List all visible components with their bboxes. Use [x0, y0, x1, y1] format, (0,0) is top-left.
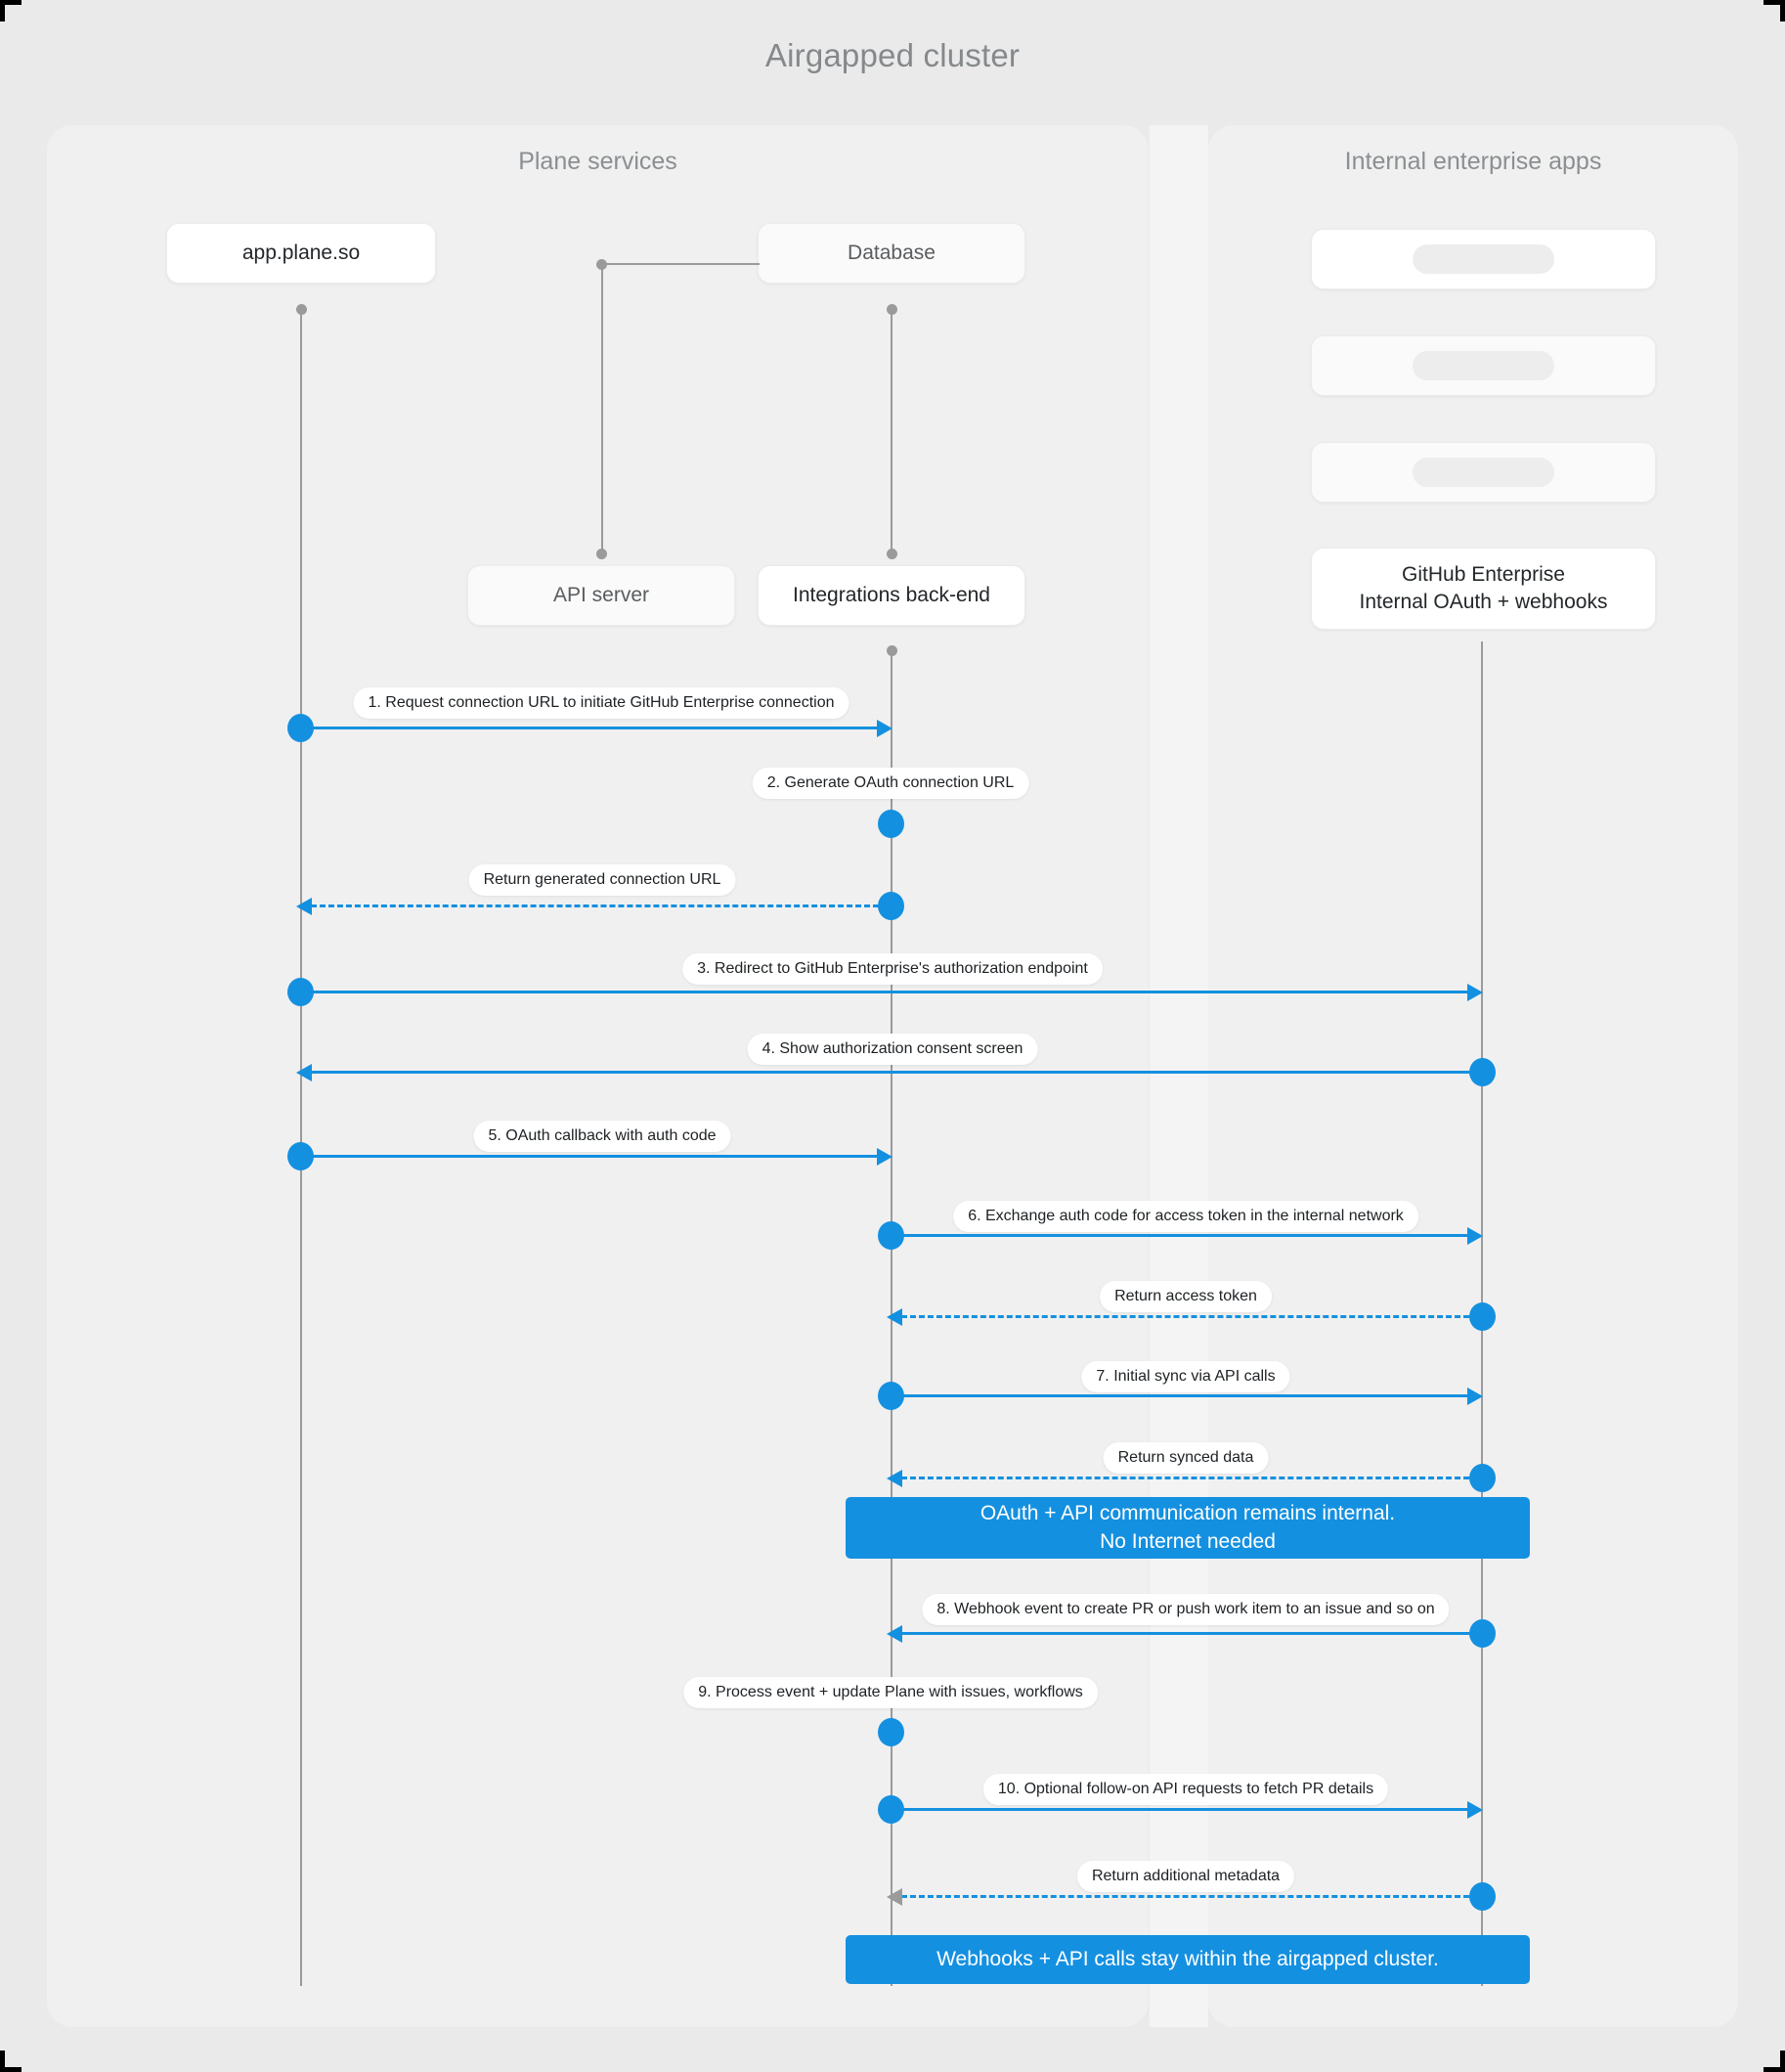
message-label-5: 5. OAuth callback with auth code	[473, 1121, 731, 1152]
message-label-return-additional-metadata: Return additional metadata	[1076, 1861, 1295, 1892]
message-arrow-return-access-token	[887, 1308, 902, 1326]
message-label-1: 1. Request connection URL to initiate Gi…	[353, 687, 849, 719]
message-line-4	[311, 1071, 1478, 1074]
note-oauth-internal: OAuth + API communication remains intern…	[846, 1497, 1530, 1559]
message-arrow-10	[1467, 1801, 1483, 1819]
message-label-return-connection-url: Return generated connection URL	[468, 864, 736, 896]
crop-mark-top-right	[1763, 0, 1785, 22]
note-line1: Webhooks + API calls stay within the air…	[936, 1947, 1439, 1970]
note-webhooks-internal: Webhooks + API calls stay within the air…	[846, 1935, 1530, 1984]
message-line-7	[884, 1394, 1475, 1397]
message-label-7: 7. Initial sync via API calls	[1081, 1361, 1290, 1392]
connector-horizontal-database-to-api	[601, 263, 760, 265]
message-origin-dot-9	[878, 1718, 904, 1746]
github-label-line2: Internal OAuth + webhooks	[1359, 591, 1608, 613]
message-line-8	[901, 1632, 1478, 1635]
crop-mark-top-left	[0, 0, 22, 22]
message-line-return-connection-url	[311, 904, 888, 907]
message-label-2: 2. Generate OAuth connection URL	[752, 768, 1029, 799]
placeholder-bar	[1413, 458, 1554, 487]
message-arrow-return-connection-url	[296, 898, 312, 915]
message-arrow-return-synced-data	[887, 1470, 902, 1487]
message-arrow-3	[1467, 984, 1483, 1001]
message-label-return-access-token: Return access token	[1100, 1281, 1272, 1312]
github-label-line1: GitHub Enterprise	[1402, 562, 1565, 586]
message-line-3	[293, 991, 1475, 993]
message-arrow-5	[877, 1148, 892, 1166]
note-line2: No Internet needed	[1100, 1529, 1276, 1553]
connector-dot-api-server-top	[596, 549, 607, 559]
lifeline-database	[891, 309, 892, 553]
message-line-return-access-token	[901, 1315, 1478, 1318]
node-enterprise-app-placeholder-1[interactable]	[1311, 229, 1656, 289]
node-label: app.plane.so	[241, 241, 361, 264]
message-arrow-8	[887, 1625, 902, 1643]
panel-gap-band	[1150, 125, 1208, 2027]
node-enterprise-app-placeholder-2[interactable]	[1311, 335, 1656, 396]
message-label-8: 8. Webhook event to create PR or push wo…	[922, 1594, 1450, 1625]
panel-title-plane-services: Plane services	[518, 148, 677, 175]
placeholder-bar	[1413, 244, 1554, 274]
message-line-return-additional-metadata	[901, 1895, 1478, 1898]
message-line-return-synced-data	[901, 1477, 1478, 1479]
message-label-10: 10. Optional follow-on API requests to f…	[982, 1774, 1389, 1805]
crop-mark-bottom-left	[0, 2050, 22, 2072]
message-arrow-return-additional-metadata	[887, 1888, 902, 1906]
message-line-1	[293, 727, 885, 729]
node-api-server[interactable]: API server	[467, 565, 735, 626]
diagram-title: Airgapped cluster	[764, 37, 1021, 73]
message-line-10	[884, 1808, 1475, 1811]
message-line-6	[884, 1234, 1475, 1237]
message-label-return-synced-data: Return synced data	[1103, 1442, 1269, 1474]
placeholder-bar	[1413, 351, 1554, 380]
note-line1: OAuth + API communication remains intern…	[980, 1502, 1396, 1525]
node-label: Integrations back-end	[793, 583, 990, 606]
message-origin-dot-2	[878, 810, 904, 838]
crop-mark-bottom-right	[1763, 2050, 1785, 2072]
message-arrow-1	[877, 720, 892, 737]
panel-plane-services: Plane services	[47, 125, 1149, 2027]
node-integrations-backend[interactable]: Integrations back-end	[758, 565, 1025, 626]
message-arrow-6	[1467, 1227, 1483, 1245]
node-label: Database	[848, 241, 936, 264]
node-enterprise-app-placeholder-3[interactable]	[1311, 442, 1656, 503]
panel-title-internal-enterprise-apps: Internal enterprise apps	[1344, 148, 1602, 175]
message-arrow-7	[1467, 1388, 1483, 1405]
node-app-plane-so[interactable]: app.plane.so	[166, 223, 436, 284]
message-label-9: 9. Process event + update Plane with iss…	[683, 1677, 1098, 1708]
message-label-3: 3. Redirect to GitHub Enterprise's autho…	[682, 953, 1103, 985]
connector-vertical-database-to-api	[601, 263, 603, 552]
message-line-5	[293, 1155, 885, 1158]
node-label: API server	[552, 583, 650, 606]
message-label-6: 6. Exchange auth code for access token i…	[953, 1201, 1418, 1232]
node-database[interactable]: Database	[758, 223, 1025, 284]
message-label-4: 4. Show authorization consent screen	[747, 1034, 1038, 1065]
message-arrow-4	[296, 1064, 312, 1081]
lifeline-dot-integrations-top	[887, 549, 897, 559]
